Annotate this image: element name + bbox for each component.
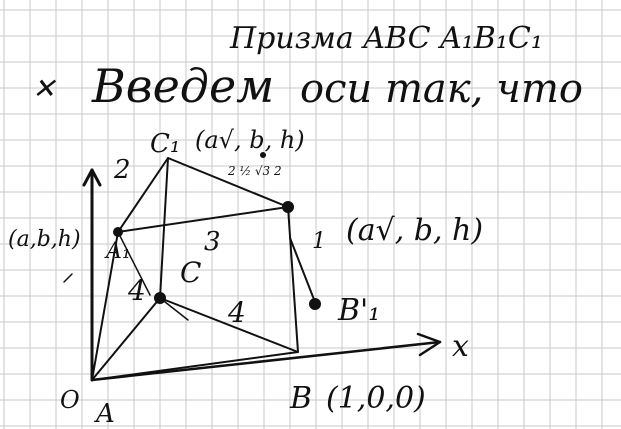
label-left-coords: (a,b,h): [8, 227, 81, 252]
tick-mark: [63, 273, 73, 283]
label-a: A: [94, 399, 115, 429]
scribble-mark: ✕: [32, 72, 57, 105]
label-x-axis: x: [452, 329, 469, 364]
point-small: [260, 152, 266, 158]
label-num-2: 2: [113, 155, 131, 185]
label-o: O: [60, 386, 80, 414]
edge-b-b1: [287, 206, 299, 353]
edge-b1-b1prime: [289, 237, 316, 303]
x-axis-arrowhead: [416, 332, 442, 357]
edge-c-c1: [159, 157, 169, 299]
label-b1-coords: (a√, b, h): [346, 213, 483, 248]
edge-a1-c: [119, 235, 151, 296]
label-b1-prime: B'₁: [337, 293, 380, 328]
label-b: B: [289, 381, 312, 416]
label-b-coords: (1,0,0): [326, 381, 426, 416]
point-b1-prime: [309, 298, 321, 310]
header-intro-word: Введем: [91, 59, 274, 113]
point-c: [154, 292, 166, 304]
point-b1: [282, 201, 294, 213]
label-c1-sub: 2 ½ √3 2: [227, 164, 282, 178]
label-c1-coords: (a√, b, h): [195, 126, 305, 154]
label-num-3: 3: [204, 227, 221, 257]
label-c1: C₁: [150, 129, 180, 159]
point-a1: [113, 227, 123, 237]
label-c: C: [180, 256, 201, 289]
z-axis-arrowhead: [82, 168, 102, 187]
header-line-1: Призма ABC A₁B₁C₁: [229, 21, 543, 56]
header-rest: оси так, что: [300, 66, 583, 112]
x-axis-line: [90, 340, 442, 382]
label-a1: A₁: [104, 239, 131, 264]
label-num-4b: 4: [227, 296, 246, 329]
label-num-4a: 4: [127, 274, 146, 307]
base-face-edges: [91, 297, 299, 381]
label-num-1: 1: [312, 229, 326, 254]
